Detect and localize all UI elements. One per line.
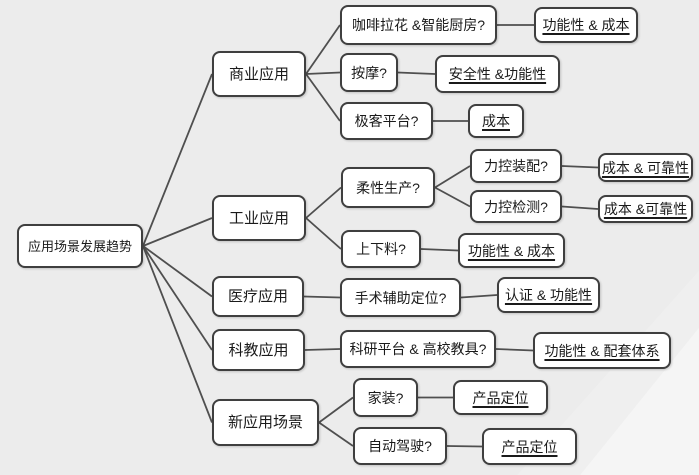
node-label: 家装? [367,389,404,406]
node-flexible-production[interactable]: 柔性生产? [341,167,435,208]
node-label: 工业应用 [228,209,289,227]
node-label: 科研平台 & 高校教具? [349,341,487,357]
node-home-decoration[interactable]: 家装? [353,378,418,417]
connector-line [460,294,498,299]
node-label: 咖啡拉花 &智能厨房? [351,17,485,33]
node-label: 上下料? [356,241,406,257]
node-research-platform-teaching-aids[interactable]: 科研平台 & 高校教具? [340,330,496,368]
node-label: 功能性 & 配套体系 [544,342,660,359]
node-product-positioning[interactable]: 产品定位 [453,380,548,415]
connector-line [142,245,213,298]
node-science-education-application[interactable]: 科教应用 [212,329,305,371]
connector-line [495,348,534,352]
node-label: 自动驾驶? [368,438,432,454]
node-label: 手术辅助定位? [354,289,447,306]
node-force-controlled-inspection[interactable]: 力控检测? [470,190,562,223]
connector-line [142,245,213,423]
node-app-scenario-trends[interactable]: 应用场景发展趋势 [17,224,143,268]
connector-line [434,186,471,208]
node-functionality-support-system[interactable]: 功能性 & 配套体系 [533,332,671,369]
connector-line [318,421,354,447]
connector-line [305,186,342,219]
connector-line [434,165,471,189]
connector-line [318,396,354,424]
node-label: 新应用场景 [227,414,303,431]
connector-line [305,73,341,122]
node-label: 极客平台? [354,113,419,129]
node-functionality-cost[interactable]: 功能性 & 成本 [534,7,638,43]
connector-line [142,217,213,247]
node-commercial-application[interactable]: 商业应用 [212,51,306,97]
node-surgical-assisted-positioning[interactable]: 手术辅助定位? [340,278,461,317]
node-label: 力控装配? [484,158,548,174]
node-cost-reliability[interactable]: 成本 & 可靠性 [598,153,693,182]
node-geek-platform[interactable]: 极客平台? [340,102,433,140]
node-safety-functionality[interactable]: 安全性 &功能性 [435,55,560,93]
node-label: 成本 & 可靠性 [601,159,690,176]
node-label: 柔性生产? [356,179,420,196]
node-new-application-scenarios[interactable]: 新应用场景 [212,399,319,446]
node-industrial-application[interactable]: 工业应用 [212,195,306,241]
node-product-positioning-2[interactable]: 产品定位 [482,428,577,465]
connector-line [305,71,341,75]
connector-line [142,245,213,351]
node-autonomous-driving[interactable]: 自动驾驶? [353,427,447,465]
connector-line [305,24,341,75]
node-functionality-cost-2[interactable]: 功能性 & 成本 [458,233,565,268]
node-label: 商业应用 [228,65,289,83]
node-label: 成本 &可靠性 [603,201,688,217]
node-label: 科教应用 [228,341,289,359]
node-label: 功能性 & 成本 [542,17,630,33]
connector-line [142,73,213,247]
node-label: 医疗应用 [227,288,288,305]
node-label: 安全性 &功能性 [448,66,547,82]
node-coffee-latte-smart-kitchen[interactable]: 咖啡拉花 &智能厨房? [340,5,497,45]
node-force-controlled-assembly[interactable]: 力控装配? [470,149,562,183]
connector-line [561,205,599,210]
connector-line [303,295,341,299]
node-cost-reliability-2[interactable]: 成本 &可靠性 [598,195,693,223]
node-label: 产品定位 [501,438,558,455]
node-medical-application[interactable]: 医疗应用 [212,276,304,317]
node-label: 功能性 & 成本 [467,242,556,259]
connector-line [561,165,599,169]
node-label: 认证 & 功能性 [504,287,593,303]
connector-line [420,248,459,252]
node-loading-unloading[interactable]: 上下料? [341,230,421,268]
node-massage[interactable]: 按摩? [340,53,398,92]
connector-line [304,348,341,351]
node-label: 力控检测? [484,198,548,215]
node-label: 成本 [482,113,510,129]
connector-line [397,71,436,75]
node-certification-functionality[interactable]: 认证 & 功能性 [497,277,600,313]
connector-line [305,217,342,250]
node-label: 产品定位 [472,389,529,406]
node-label: 应用场景发展趋势 [27,238,132,254]
node-cost[interactable]: 成本 [468,104,524,138]
connector-line [446,445,483,448]
node-label: 按摩? [351,64,387,81]
